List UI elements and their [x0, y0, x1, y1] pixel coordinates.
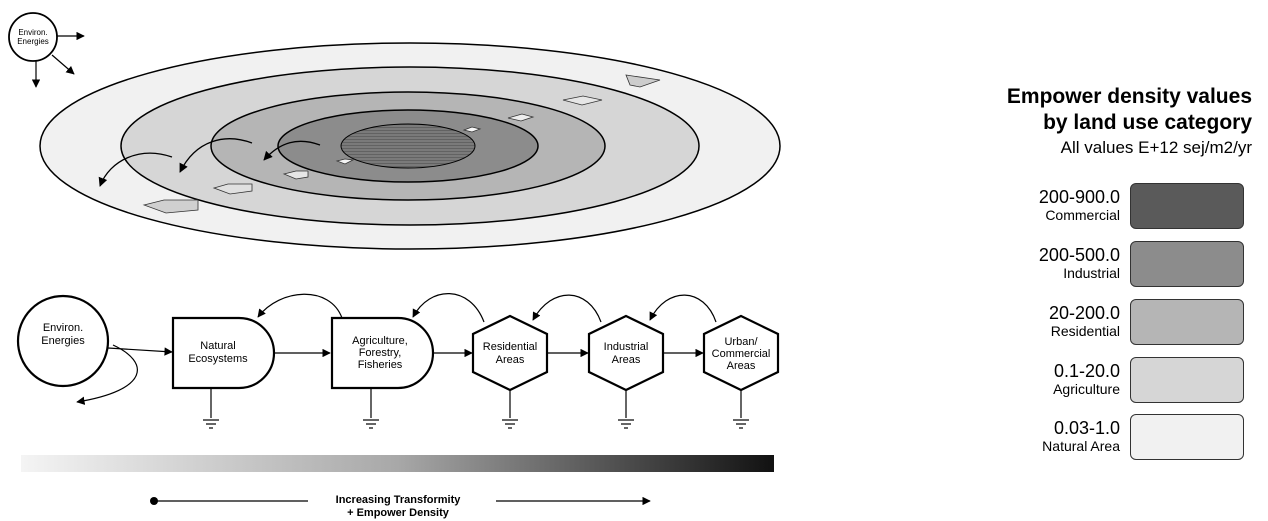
- flow-environ-label-2: Energies: [41, 335, 85, 347]
- block-arrow-left-2: [562, 95, 603, 106]
- node-residential-areas: [471, 314, 549, 392]
- node-natural-ecosystems: [171, 316, 276, 390]
- heat-sink-icon: [618, 419, 634, 429]
- node-residential-label-1: Residential: [483, 341, 537, 353]
- feedback-arc-1: [257, 293, 343, 319]
- transformity-label-2: + Empower Density: [347, 507, 450, 519]
- legend: Empower density values by land use categ…: [960, 84, 1260, 159]
- transformity-label-1: Increasing Transformity: [336, 494, 462, 506]
- node-agriculture-label-3: Fisheries: [358, 359, 403, 371]
- feedback-arc-2: [412, 293, 485, 323]
- legend-title-line-1: Empower density values: [1006, 85, 1252, 108]
- legend-swatch: [1130, 357, 1244, 403]
- legend-category: Natural Area: [1042, 438, 1120, 454]
- top-environ-circle: [8, 12, 58, 62]
- legend-subtitle: All values E+12 sej/m2/yr: [1060, 138, 1252, 157]
- node-natural-ecosystems-label-1: Natural: [200, 340, 235, 352]
- legend-range: 0.1-20.0: [1053, 361, 1120, 381]
- node-urban-label-1: Urban/: [724, 336, 758, 348]
- node-agriculture: [330, 316, 435, 390]
- legend-swatch: [1130, 183, 1244, 229]
- block-arrow-right-2: [212, 183, 253, 195]
- land-use-diagram: Environ. Energies Environ. Energies Natu…: [8, 12, 781, 519]
- legend-range: 200-900.0: [1038, 187, 1120, 207]
- curved-arrow-2: [179, 138, 253, 173]
- node-urban-label-3: Areas: [727, 360, 756, 372]
- legend-swatch: [1130, 299, 1244, 345]
- heat-sinks: [203, 419, 749, 429]
- feedback-arc-4: [649, 294, 717, 323]
- node-agriculture-label-1: Agriculture,: [352, 335, 408, 347]
- transformity-arrow: Increasing Transformity + Empower Densit…: [150, 494, 651, 519]
- node-industrial-label-1: Industrial: [604, 341, 649, 353]
- concentric-ellipses: [39, 42, 781, 250]
- block-arrow-right-4: [335, 158, 355, 165]
- legend-range: 200-500.0: [1038, 245, 1120, 265]
- top-environ-energies: Environ. Energies: [8, 12, 85, 88]
- heat-sink-icon: [203, 419, 219, 429]
- flow-environ-circle: [16, 294, 110, 388]
- inward-flow-arrows: [142, 74, 661, 214]
- legend-category: Agriculture: [1053, 381, 1120, 397]
- block-arrow-left-1: [625, 74, 661, 88]
- node-industrial-areas: [587, 314, 665, 392]
- curved-arrow-3: [263, 140, 321, 161]
- legend-swatch: [1130, 241, 1244, 287]
- legend-range: 0.03-1.0: [1053, 418, 1120, 438]
- heat-sink-icon: [733, 419, 749, 429]
- feedback-arc-3: [532, 294, 602, 323]
- heat-sink-icon: [363, 419, 379, 429]
- legend-title-line-2: by land use category: [1043, 111, 1252, 134]
- node-natural-ecosystems-label-2: Ecosystems: [188, 353, 248, 365]
- curved-arrow-outer: [98, 152, 173, 187]
- heat-sink-icon: [502, 419, 518, 429]
- node-agriculture-label-2: Forestry,: [359, 347, 402, 359]
- legend-category: Residential: [1050, 323, 1120, 339]
- legend-category: Industrial: [1063, 265, 1120, 281]
- node-residential-label-2: Areas: [496, 354, 525, 366]
- legend-category: Commercial: [1045, 207, 1120, 223]
- block-arrow-right-1: [142, 199, 199, 214]
- block-arrow-right-3: [282, 170, 309, 180]
- transformity-gradient-bar: [21, 455, 774, 472]
- block-arrow-left-3: [507, 113, 535, 122]
- top-environ-label-2: Energies: [17, 37, 49, 46]
- flow-environ-label-1: Environ.: [43, 322, 83, 334]
- ellipse-commercial: [340, 123, 476, 169]
- legend-swatch: [1130, 414, 1244, 460]
- top-environ-label-1: Environ.: [18, 28, 47, 37]
- legend-range: 20-200.0: [1048, 303, 1120, 323]
- block-arrow-left-4: [462, 126, 482, 133]
- energy-flow-chain: Environ. Energies Natural Ecosystems Agr…: [16, 293, 780, 429]
- node-industrial-label-2: Areas: [612, 354, 641, 366]
- outward-curved-arrows: [98, 138, 321, 187]
- node-urban-label-2: Commercial: [712, 348, 771, 360]
